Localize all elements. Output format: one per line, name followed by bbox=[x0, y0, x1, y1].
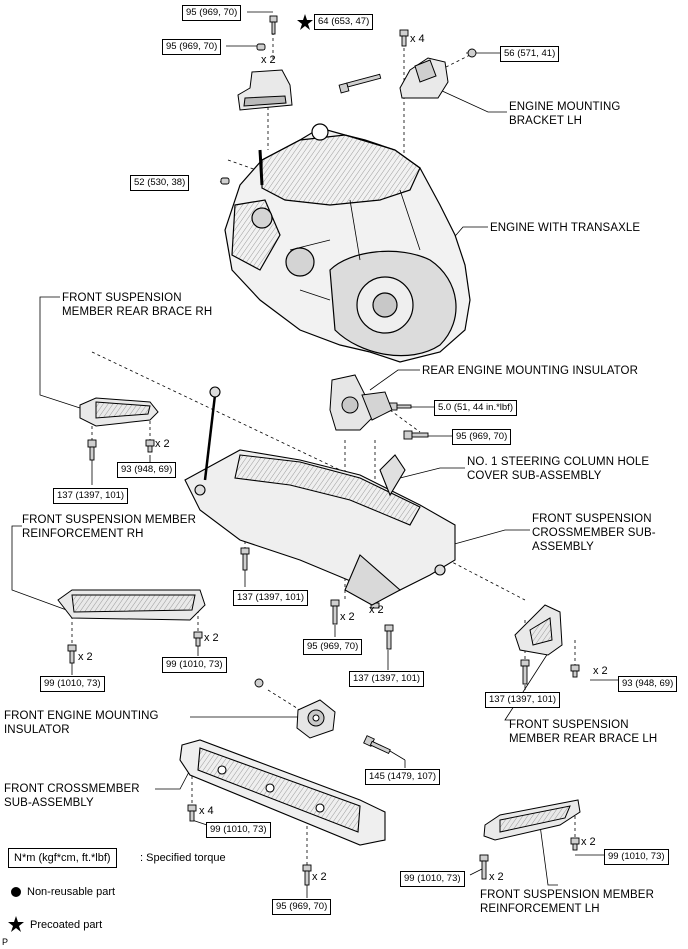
label-rear-engine-mounting-insulator: REAR ENGINE MOUNTING INSULATOR bbox=[422, 365, 638, 377]
rear-brace-lh bbox=[514, 604, 563, 656]
quantity-mark: x 4 bbox=[410, 33, 425, 45]
rear-brace-rh bbox=[79, 397, 159, 427]
rear-engine-mounting-insulator bbox=[329, 374, 393, 431]
torque-spec: 93 (948, 69) bbox=[117, 462, 177, 478]
torque-spec: 99 (1010, 73) bbox=[206, 822, 271, 838]
precoated-star-icon-callout bbox=[297, 14, 313, 30]
torque-spec: 56 (571, 41) bbox=[500, 46, 560, 62]
non-reusable-icon bbox=[11, 887, 21, 897]
label-front-suspension-crossmember: FRONT SUSPENSION CROSSMEMBER SUB- ASSEMB… bbox=[532, 513, 656, 553]
torque-spec: 5.0 (51, 44 in.*lbf) bbox=[434, 400, 517, 416]
torque-spec: 137 (1397, 101) bbox=[233, 590, 309, 606]
legend-non-reusable-text: Non-reusable part bbox=[27, 886, 116, 898]
quantity-mark: x 2 bbox=[581, 836, 596, 848]
reinforcement-lh bbox=[483, 799, 581, 841]
torque-spec: 95 (969, 70) bbox=[452, 429, 512, 445]
torque-spec: 137 (1397, 101) bbox=[53, 488, 129, 504]
torque-spec: 95 (969, 70) bbox=[303, 639, 363, 655]
bolts bbox=[67, 15, 580, 886]
label-front-suspension-member-reinforcement-lh: FRONT SUSPENSION MEMBER REINFORCEMENT LH bbox=[480, 889, 654, 915]
torque-spec: 95 (969, 70) bbox=[272, 899, 332, 915]
label-front-engine-mounting-insulator: FRONT ENGINE MOUNTING INSULATOR bbox=[4, 710, 159, 736]
engine-with-transaxle bbox=[224, 123, 471, 363]
torque-spec: 137 (1397, 101) bbox=[349, 671, 425, 687]
engine-mounting-bracket-lh bbox=[399, 57, 449, 99]
torque-spec: 145 (1479, 107) bbox=[365, 769, 441, 785]
label-front-suspension-member-rear-brace-rh: FRONT SUSPENSION MEMBER REAR BRACE RH bbox=[62, 292, 213, 318]
quantity-mark: x 4 bbox=[199, 805, 214, 817]
torque-spec: 99 (1010, 73) bbox=[400, 871, 465, 887]
label-front-suspension-member-rear-brace-lh: FRONT SUSPENSION MEMBER REAR BRACE LH bbox=[509, 719, 658, 745]
reinforcement-rh bbox=[57, 589, 206, 621]
quantity-mark: x 2 bbox=[369, 604, 384, 616]
torque-spec: 64 (653, 47) bbox=[314, 14, 374, 30]
precoated-star-icon bbox=[8, 916, 24, 932]
front-crossmember bbox=[179, 739, 386, 846]
quantity-mark: x 2 bbox=[155, 438, 170, 450]
torque-spec: 99 (1010, 73) bbox=[40, 676, 105, 692]
label-engine-with-transaxle: ENGINE WITH TRANSAXLE bbox=[490, 222, 641, 234]
label-engine-mounting-bracket-lh: ENGINE MOUNTING BRACKET LH bbox=[509, 101, 621, 127]
engine-mount-insulator-rh bbox=[237, 69, 293, 111]
label-front-crossmember: FRONT CROSSMEMBER SUB-ASSEMBLY bbox=[4, 783, 140, 809]
quantity-mark: x 2 bbox=[204, 632, 219, 644]
quantity-mark: x 2 bbox=[340, 611, 355, 623]
quantity-mark: x 2 bbox=[312, 871, 327, 883]
label-front-suspension-member-reinforcement-rh: FRONT SUSPENSION MEMBER REINFORCEMENT RH bbox=[22, 514, 196, 540]
torque-spec: 93 (948, 69) bbox=[618, 676, 678, 692]
front-suspension-crossmember bbox=[184, 386, 456, 606]
figure-mark: P bbox=[2, 937, 9, 947]
torque-spec: 95 (969, 70) bbox=[182, 5, 242, 21]
legend-unit-box: N*m (kgf*cm, ft.*lbf) bbox=[8, 848, 117, 868]
legend-precoated-text: Precoated part bbox=[30, 919, 103, 931]
quantity-mark: x 2 bbox=[261, 54, 276, 66]
label-steering-column-hole-cover: NO. 1 STEERING COLUMN HOLE COVER SUB-ASS… bbox=[467, 456, 650, 482]
torque-spec: 52 (530, 38) bbox=[130, 175, 190, 191]
quantity-mark: x 2 bbox=[78, 651, 93, 663]
torque-spec: 99 (1010, 73) bbox=[604, 849, 669, 865]
torque-spec: 99 (1010, 73) bbox=[162, 657, 227, 673]
torque-spec: 95 (969, 70) bbox=[162, 39, 222, 55]
quantity-mark: x 2 bbox=[593, 665, 608, 677]
front-engine-mounting-insulator bbox=[296, 699, 336, 739]
legend-unit-description: : Specified torque bbox=[140, 852, 226, 864]
quantity-mark: x 2 bbox=[489, 871, 504, 883]
torque-spec: 137 (1397, 101) bbox=[485, 692, 561, 708]
